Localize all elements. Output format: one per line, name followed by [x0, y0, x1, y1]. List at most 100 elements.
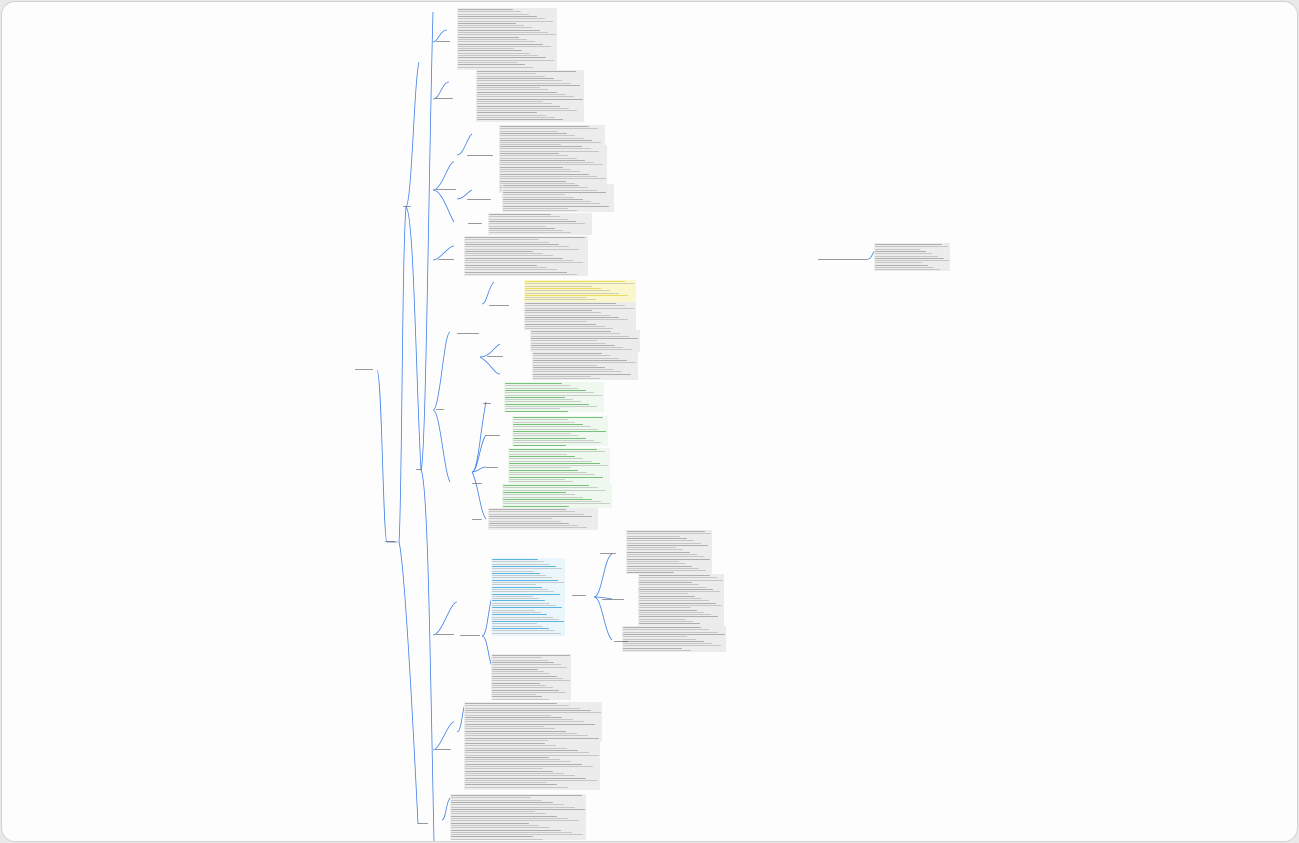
note-text-line [492, 659, 548, 661]
note-text-line [525, 319, 629, 321]
topic-node[interactable] [572, 594, 586, 596]
note-text-line [492, 696, 543, 698]
note-block [464, 742, 600, 790]
note-text-line [492, 607, 563, 609]
note-text-line [503, 194, 565, 196]
note-text-line [525, 303, 616, 305]
note-text-line [465, 266, 547, 268]
note-text-line [465, 756, 550, 758]
note-text-line [489, 218, 569, 220]
topic-node[interactable] [436, 633, 454, 635]
topic-node[interactable] [438, 258, 454, 260]
note-text-line [492, 605, 557, 607]
topic-node[interactable] [483, 402, 491, 404]
note-text-line [500, 164, 603, 166]
note-text-line [465, 766, 593, 768]
topic-node[interactable] [460, 634, 480, 636]
note-text-line [477, 114, 547, 116]
note-text-line [492, 591, 555, 593]
note-text-line [525, 312, 602, 314]
topic-node[interactable] [467, 198, 491, 200]
note-text-line [465, 705, 569, 707]
topic-node[interactable] [418, 822, 428, 824]
note-text-line [531, 331, 612, 333]
note-text-line [492, 632, 561, 634]
note-text-line [627, 535, 681, 537]
note-text-line [505, 408, 560, 410]
topic-node[interactable] [489, 304, 509, 306]
connector [471, 466, 487, 473]
topic-node[interactable] [600, 552, 616, 554]
note-text-line [489, 216, 560, 218]
note-text-line [505, 401, 581, 403]
note-text-line [465, 248, 580, 250]
note-text-line [875, 260, 949, 262]
topic-node[interactable] [436, 188, 456, 190]
topic-node[interactable] [385, 540, 395, 542]
note-text-line [489, 525, 579, 527]
topic-node[interactable] [436, 408, 444, 410]
note-text-line [503, 505, 569, 507]
topic-node[interactable] [416, 468, 422, 470]
note-text-line [627, 533, 711, 535]
connector [456, 189, 473, 200]
note-text-line [465, 262, 583, 264]
topic-node-label [614, 640, 628, 642]
topic-node[interactable] [435, 97, 453, 99]
topic-node-label [600, 552, 616, 554]
note-text-line [465, 241, 550, 243]
topic-node[interactable] [355, 368, 373, 370]
note-text-line [505, 387, 578, 389]
topic-node[interactable] [486, 434, 500, 436]
topic-node[interactable] [472, 482, 482, 484]
topic-node[interactable] [435, 748, 451, 750]
topic-node[interactable] [467, 154, 493, 156]
note-text-line [500, 171, 580, 173]
note-text-line [492, 609, 535, 611]
note-block [508, 448, 610, 484]
note-text-line [513, 444, 566, 446]
topic-node[interactable] [818, 258, 868, 260]
topic-node[interactable] [468, 222, 482, 224]
topic-node[interactable] [614, 640, 628, 642]
topic-node-label [438, 258, 454, 260]
note-text-line [639, 591, 720, 593]
note-text-line [627, 531, 706, 533]
note-text-line [465, 763, 582, 765]
note-text-line [875, 262, 923, 264]
note-text-line [531, 349, 633, 351]
topic-node[interactable] [602, 598, 624, 600]
note-text-line [492, 598, 539, 600]
note-text-line [465, 707, 580, 709]
note-text-line [525, 294, 629, 296]
note-text-line [513, 440, 594, 442]
topic-node[interactable] [487, 355, 503, 357]
note-text-line [525, 326, 605, 328]
note-text-line [458, 32, 548, 34]
note-text-line [465, 745, 557, 747]
note-text-line [500, 169, 572, 171]
note-text-line [477, 103, 552, 105]
note-text-line [503, 491, 566, 493]
topic-node[interactable] [472, 518, 482, 520]
note-text-line [500, 148, 591, 150]
note-text-line [533, 376, 592, 378]
note-text-line [492, 584, 537, 586]
note-text-line [465, 730, 566, 732]
note-text-line [639, 602, 716, 604]
note-text-line [477, 100, 543, 102]
topic-node[interactable] [436, 40, 450, 42]
note-text-line [492, 684, 547, 686]
note-text-line [503, 189, 598, 191]
topic-node[interactable] [457, 332, 479, 334]
note-text-line [639, 614, 712, 616]
topic-node-label [416, 468, 422, 470]
note-text-line [489, 225, 547, 227]
note-text-line [489, 522, 570, 524]
topic-node[interactable] [486, 466, 498, 468]
connector [481, 281, 495, 305]
note-text-line [492, 618, 559, 620]
note-text-line [525, 281, 625, 283]
topic-node[interactable] [403, 205, 411, 207]
